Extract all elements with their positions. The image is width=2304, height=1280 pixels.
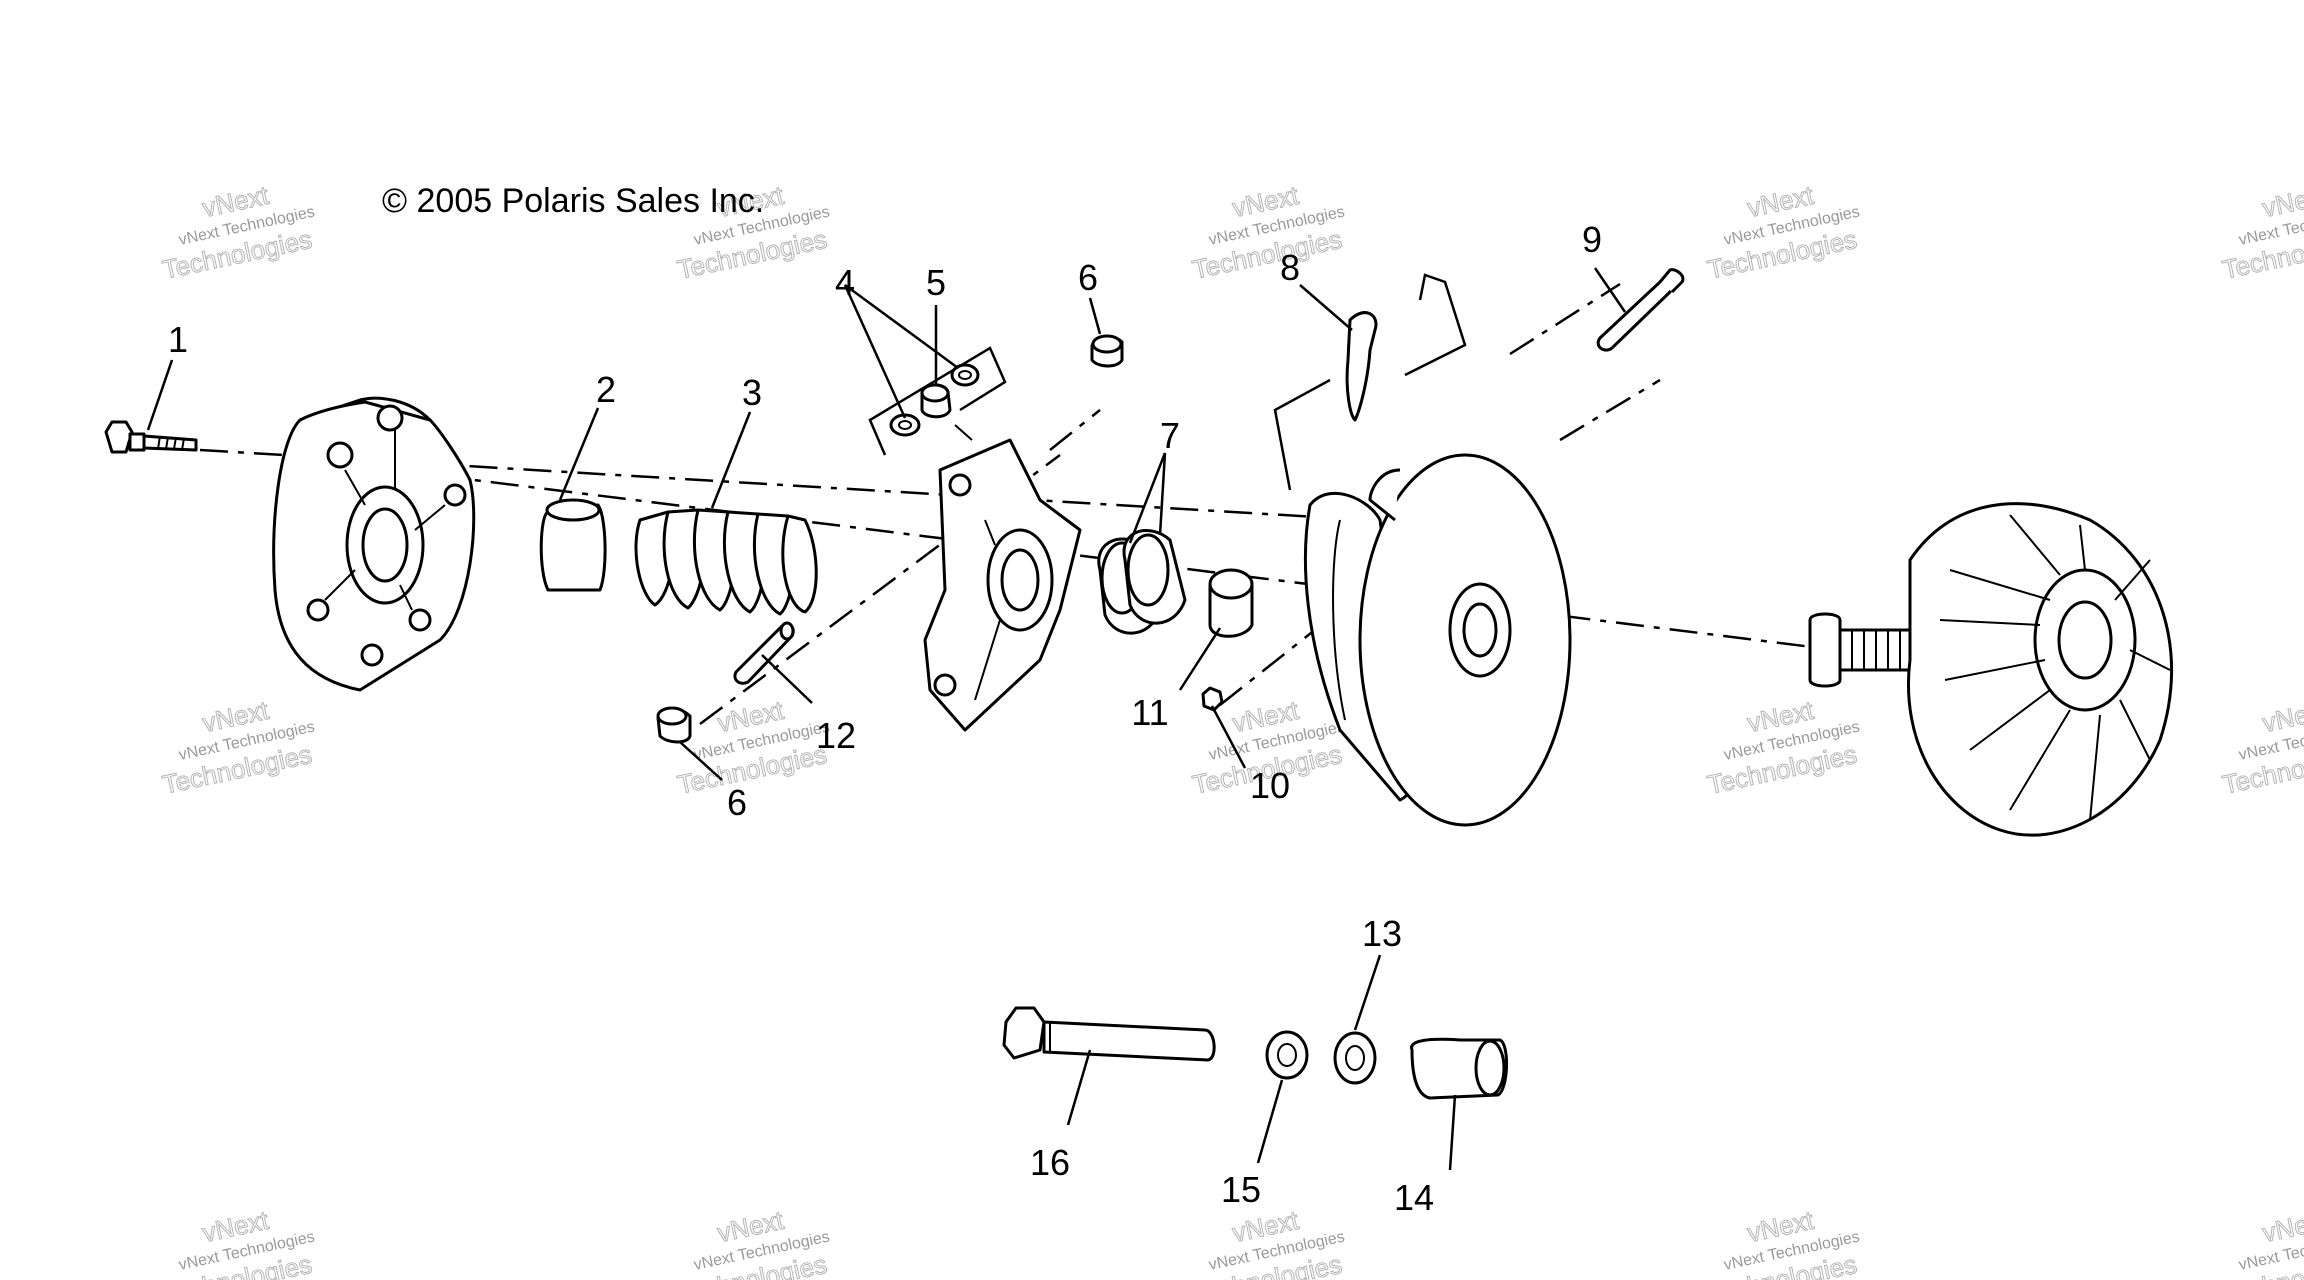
callout-7: 7 <box>1160 415 1180 456</box>
watermark-text-vnext: vNext <box>2260 1205 2304 1248</box>
part-ring-2 <box>539 498 607 592</box>
callout-14: 14 <box>1394 1177 1434 1218</box>
part-plug-6-upper <box>1090 334 1124 368</box>
part-bolt-1 <box>104 420 198 454</box>
callout-15: 15 <box>1221 1169 1261 1210</box>
callout-2: 2 <box>596 369 616 410</box>
callout-6-upper: 6 <box>1078 257 1098 298</box>
watermark-text-vnext: vNext <box>2260 180 2304 223</box>
callout-9: 9 <box>1582 219 1602 260</box>
part-sheave <box>1303 453 1572 827</box>
callout-4: 4 <box>835 262 855 303</box>
part-washer-13 <box>1333 1031 1377 1085</box>
callout-8: 8 <box>1280 247 1300 288</box>
callout-labels: 1 2 3 4 5 6 6 7 8 9 10 11 12 13 14 15 16 <box>168 219 1602 1218</box>
leader-lines <box>146 267 1627 1171</box>
callout-3: 3 <box>742 372 762 413</box>
part-bushing-11 <box>1208 568 1254 638</box>
part-8-bracket-outline <box>1273 273 1467 491</box>
part-sleeve-14 <box>1410 1037 1509 1100</box>
part-clip-8 <box>1345 311 1378 422</box>
part-nut-10 <box>1201 686 1224 712</box>
callout-1: 1 <box>168 319 188 360</box>
part-washer-15 <box>1265 1030 1309 1080</box>
part-rollers-7 <box>1097 529 1187 635</box>
part-plug-6-lower <box>656 706 692 744</box>
part-bushing-5 <box>920 383 952 419</box>
part-fixed-sheave <box>1808 502 2173 837</box>
copyright-text: © 2005 Polaris Sales Inc. <box>382 182 764 220</box>
part-pin-12 <box>733 621 795 685</box>
part-bolt-16 <box>1002 1006 1216 1062</box>
part-pin-9 <box>1596 268 1685 352</box>
part-spring-3 <box>634 508 818 616</box>
part-washer-4b <box>950 363 980 387</box>
callout-6-lower: 6 <box>727 782 747 823</box>
callout-10: 10 <box>1250 765 1290 806</box>
callout-5: 5 <box>926 262 946 303</box>
callout-11: 11 <box>1131 692 1168 733</box>
bracket-outline <box>868 346 1007 456</box>
watermark-text-vnext: vNext <box>2260 695 2304 738</box>
callout-12: 12 <box>816 715 856 756</box>
callout-13: 13 <box>1362 913 1402 954</box>
part-cover-plate <box>272 396 476 692</box>
part-spider-hub <box>923 438 1082 732</box>
callout-16: 16 <box>1030 1142 1070 1183</box>
